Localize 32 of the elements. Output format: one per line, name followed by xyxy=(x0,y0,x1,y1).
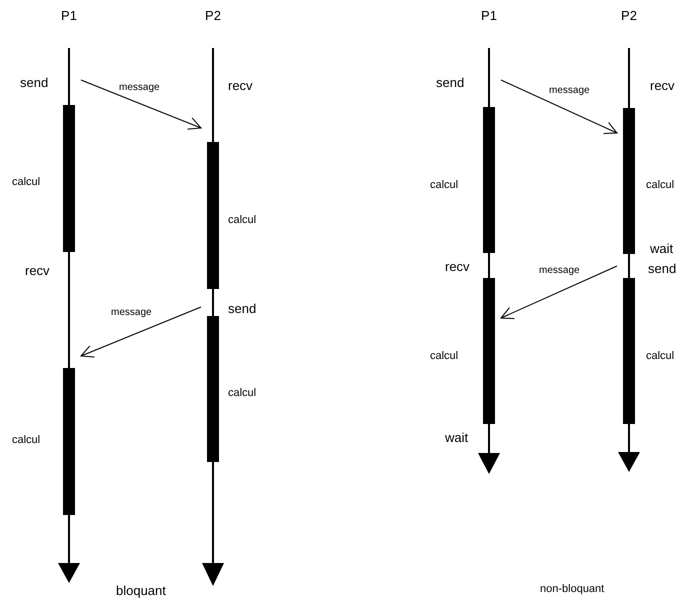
annotation-label: wait xyxy=(445,430,468,445)
annotation-label: calcul xyxy=(12,434,40,447)
annotation-label: calcul xyxy=(646,350,674,363)
message-arrow xyxy=(80,80,202,130)
annotation-label: bloquant xyxy=(116,583,166,598)
annotation-label: calcul xyxy=(228,214,256,227)
edge-label: message xyxy=(118,82,161,94)
annotation-label: non-bloquant xyxy=(540,583,604,596)
message-arrow xyxy=(80,306,202,358)
annotation-label: send xyxy=(436,75,464,90)
annotation-label: calcul xyxy=(430,179,458,192)
annotation-label: send xyxy=(648,261,676,276)
annotation-label: recv xyxy=(445,259,470,274)
process-name: P1 xyxy=(60,8,78,24)
annotation-label: recv xyxy=(228,78,253,93)
edge-label: message xyxy=(538,265,581,277)
annotation-label: send xyxy=(228,301,256,316)
message-arrow xyxy=(500,80,618,134)
annotation-label: recv xyxy=(650,78,675,93)
annotation-label: send xyxy=(20,75,48,90)
process-name: P2 xyxy=(620,8,638,24)
process-name: P1 xyxy=(480,8,498,24)
annotation-label: calcul xyxy=(646,179,674,192)
annotation-label: calcul xyxy=(12,176,40,189)
annotation-label: calcul xyxy=(430,350,458,363)
edge-label: message xyxy=(110,307,153,319)
message-arrow xyxy=(500,266,618,320)
annotation-label: calcul xyxy=(228,387,256,400)
process-name: P2 xyxy=(204,8,222,24)
annotation-label: recv xyxy=(25,263,50,278)
edge-label: message xyxy=(548,85,591,97)
annotation-label: wait xyxy=(650,241,674,256)
